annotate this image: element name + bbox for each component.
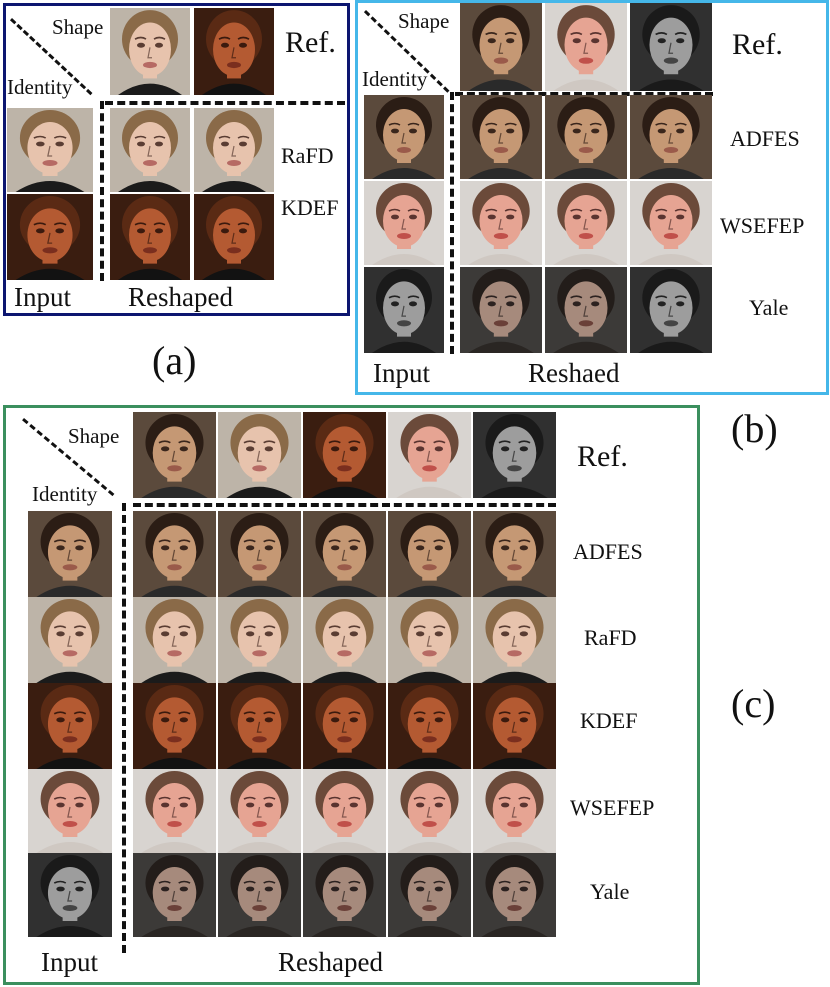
panel-c-reshaped-face [303,511,386,597]
panel-c-input-face [28,511,112,597]
panel-c-row-label: Yale [590,879,630,904]
panel-b-reshaped-face [545,267,627,353]
panel-a-reshaped-face [194,194,274,280]
panel-c-ref-face [133,412,216,498]
panel-c-reshaped-face [133,769,216,853]
panel-a-reshaped-face [110,108,190,192]
panel-c-reshaped-face [133,683,216,769]
panel-a-row-label: RaFD [281,143,334,168]
panel-c-reshaped-face [303,683,386,769]
panel-c-reshaped-face [133,597,216,683]
panel-b-frame [355,0,829,395]
panel-b-row-label: WSEFEP [720,213,805,238]
panel-c-reshaped-face [218,597,301,683]
panel-c-input-label: Input [41,947,98,977]
panel-b-reshaped-face [460,181,542,265]
panel-a-dashed-separator-h [105,101,345,105]
panel-b-shape-header: Shape [398,9,450,33]
panel-a-ref-label: Ref. [285,26,336,59]
panel-c-reshaped-face [303,853,386,937]
panel-c-reshaped-face [473,853,556,937]
panel-c-reshaped-face [388,769,471,853]
panel-c-reshaped-face [218,853,301,937]
panel-b-dashed-separator-v [450,92,454,354]
panel-c-row-label: KDEF [580,708,638,733]
panel-b-reshaped-face [460,267,542,353]
panel-c-reshaped-face [303,769,386,853]
panel-c-reshaped-face [133,853,216,937]
panel-b-reshaped-face [630,181,712,265]
panel-c-reshaped-label: Reshaped [278,947,383,977]
panel-c-reshaped-face [218,511,301,597]
panel-c-reshaped-face [218,769,301,853]
panel-c-dashed-separator-v [122,503,126,953]
panel-b-input-face [364,181,444,265]
panel-a-input-label: Input [14,282,71,312]
panel-c-reshaped-face [473,597,556,683]
panel-a-ref-face [194,8,274,95]
panel-c-identity-header: Identity [32,482,98,506]
panel-c-input-face [28,683,112,769]
panel-b-input-label: Input [373,358,430,388]
panel-c-reshaped-face [473,769,556,853]
panel-b-reshaped-face [545,181,627,265]
panel-c-ref-face [218,412,301,498]
panel-b-tag: (b) [731,406,778,451]
panel-a-ref-face [110,8,190,95]
panel-c-ref-face [303,412,386,498]
panel-b-input-face [364,267,444,353]
panel-b-reshaped-face [630,267,712,353]
panel-c-tag: (c) [731,681,776,726]
panel-a-reshaped-face [194,108,274,192]
panel-c-ref-face [388,412,471,498]
panel-a-input-face [7,194,93,280]
panel-c-reshaped-face [473,683,556,769]
panel-b-reshaped-label: Reshaed [528,358,620,388]
panel-b-ref-label: Ref. [732,28,783,61]
panel-c-reshaped-face [303,597,386,683]
panel-c-reshaped-face [473,511,556,597]
panel-c-input-face [28,769,112,853]
panel-b-reshaped-face [460,95,542,179]
panel-b-ref-face [460,3,542,91]
panel-c-frame [3,405,700,985]
panel-c-ref-face [473,412,556,498]
panel-c-row-label: ADFES [573,539,643,564]
panel-b-ref-face [545,3,627,91]
panel-b-row-label: Yale [749,295,789,320]
panel-c-reshaped-face [388,683,471,769]
panel-c-reshaped-face [218,683,301,769]
panel-b-reshaped-face [630,95,712,179]
panel-c-reshaped-face [388,511,471,597]
panel-c-row-label: RaFD [584,625,637,650]
panel-a-dashed-separator-v [100,101,104,281]
panel-a-reshaped-label: Reshaped [128,282,233,312]
panel-c-reshaped-face [133,511,216,597]
panel-c-input-face [28,597,112,683]
panel-b-ref-face [630,3,712,91]
panel-b-row-label: ADFES [730,126,800,151]
panel-a-shape-header: Shape [52,15,104,39]
panel-c-reshaped-face [388,597,471,683]
panel-c-dashed-separator-h [133,503,556,507]
panel-a-tag: (a) [152,338,197,383]
panel-c-row-label: WSEFEP [570,795,655,820]
panel-b-identity-header: Identity [362,67,428,91]
panel-c-input-face [28,853,112,937]
panel-b-dashed-separator-h [455,92,713,96]
panel-b-input-face [364,95,444,179]
panel-c-reshaped-face [388,853,471,937]
panel-b-reshaped-face [545,95,627,179]
panel-a-reshaped-face [110,194,190,280]
panel-a-identity-header: Identity [7,75,73,99]
panel-c-shape-header: Shape [68,424,120,448]
panel-c-ref-label: Ref. [577,440,628,473]
panel-a-frame [3,3,350,316]
panel-a-input-face [7,108,93,192]
panel-a-row-label: KDEF [281,195,339,220]
